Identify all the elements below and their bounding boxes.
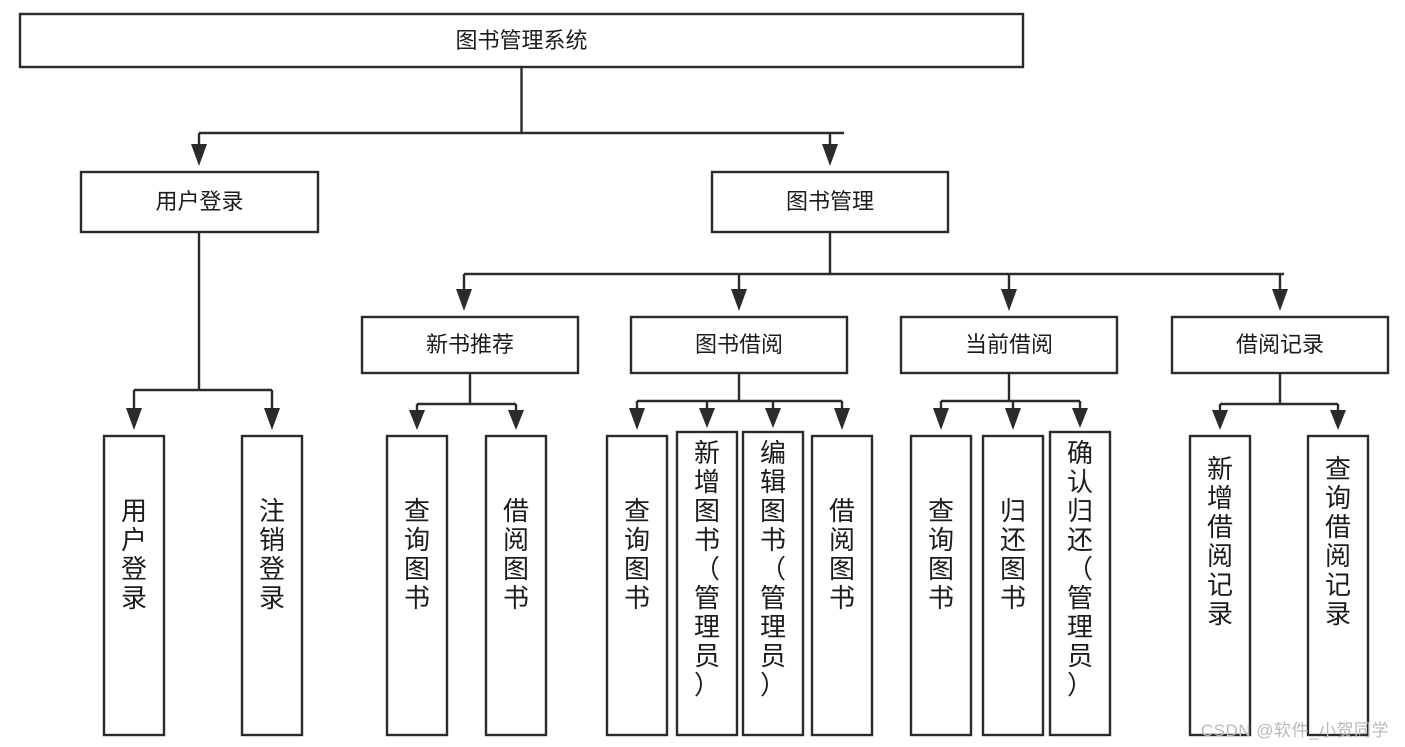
leaf-node-label: 确认归还（管理员） <box>1067 438 1093 700</box>
arrow-head-icon <box>699 408 715 428</box>
connector-group-current-borrow <box>933 373 1088 430</box>
node-borrow-record-box[interactable] <box>1170 315 1390 375</box>
leaf-node-label: 借阅图书 <box>503 496 529 613</box>
node-book-borrow-box[interactable] <box>629 315 849 375</box>
node-user-login[interactable]: 用户登录 <box>79 170 320 234</box>
node-new-book-recommend-label: 新书推荐 <box>426 332 514 357</box>
node-current-borrow-label: 当前借阅 <box>965 332 1053 357</box>
leaf-node[interactable]: 借阅图书 <box>484 434 548 737</box>
leaf-node-label: 编辑图书（管理员） <box>760 438 786 700</box>
arrow-head-icon <box>126 408 142 430</box>
leaf-node-label: 查询图书 <box>404 496 430 613</box>
node-new-book-recommend[interactable]: 新书推荐 <box>360 315 580 375</box>
leaf-node-label: 注销登录 <box>259 496 285 613</box>
arrow-head-icon <box>1001 289 1017 311</box>
leaf-node-label: 查询借阅记录 <box>1325 454 1351 629</box>
arrow-head-icon <box>822 144 838 166</box>
arrow-head-icon <box>1272 289 1288 311</box>
connector-group-new-book <box>409 373 524 430</box>
leaf-node[interactable]: 用户登录 <box>102 434 166 737</box>
node-root-box[interactable] <box>18 12 1025 69</box>
leaf-node-box[interactable] <box>1188 434 1252 737</box>
leaf-node-box[interactable] <box>909 434 973 737</box>
node-book-management[interactable]: 图书管理 <box>710 170 950 234</box>
leaf-node[interactable]: 归还图书 <box>981 434 1045 737</box>
leaf-node-box[interactable] <box>810 434 874 737</box>
node-new-book-recommend-box[interactable] <box>360 315 580 375</box>
arrow-head-icon <box>456 289 472 311</box>
node-book-management-label: 图书管理 <box>786 189 874 214</box>
leaf-node-label: 新增借阅记录 <box>1207 454 1233 629</box>
arrow-head-icon <box>765 408 781 428</box>
leaf-node[interactable]: 注销登录 <box>240 434 304 737</box>
arrow-head-icon <box>264 408 280 430</box>
node-borrow-record[interactable]: 借阅记录 <box>1170 315 1390 375</box>
node-root-label: 图书管理系统 <box>455 28 587 53</box>
leaf-node[interactable]: 编辑图书（管理员） <box>741 430 805 737</box>
connector-group-book-borrow <box>629 373 850 430</box>
node-book-borrow-label: 图书借阅 <box>695 332 783 357</box>
node-user-login-box[interactable] <box>79 170 320 234</box>
arrow-head-icon <box>834 408 850 430</box>
leaf-node[interactable]: 查询图书 <box>909 434 973 737</box>
arrow-head-icon <box>629 408 645 430</box>
connector-group-book-management <box>456 232 1288 311</box>
arrow-head-icon <box>508 410 524 430</box>
leaf-node[interactable]: 新增图书（管理员） <box>675 430 739 737</box>
leaf-node-label: 查询图书 <box>928 496 954 613</box>
node-root[interactable]: 图书管理系统 <box>18 12 1025 69</box>
arrow-head-icon <box>1072 408 1088 428</box>
node-current-borrow-box[interactable] <box>899 315 1119 375</box>
arrow-head-icon <box>409 410 425 430</box>
arrow-head-icon <box>1005 408 1021 430</box>
leaf-node-box[interactable] <box>1306 434 1370 737</box>
leaf-node-box[interactable] <box>385 434 449 737</box>
arrow-head-icon <box>933 408 949 430</box>
leaf-node[interactable]: 新增借阅记录 <box>1188 434 1252 737</box>
leaf-node[interactable]: 借阅图书 <box>810 434 874 737</box>
leaf-node-label: 借阅图书 <box>829 496 855 613</box>
leaf-node[interactable]: 查询图书 <box>385 434 449 737</box>
arrow-head-icon <box>731 289 747 311</box>
leaf-node-box[interactable] <box>484 434 548 737</box>
connector-group-borrow-record <box>1212 373 1346 430</box>
node-user-login-label: 用户登录 <box>155 189 243 214</box>
connector-group-user-login <box>126 232 280 430</box>
csdn-watermark: CSDN @软件_小贺同学 <box>1200 721 1389 740</box>
leaf-node[interactable]: 查询图书 <box>605 434 669 737</box>
arrow-head-icon <box>191 144 207 166</box>
node-book-borrow[interactable]: 图书借阅 <box>629 315 849 375</box>
leaf-node-label: 新增图书（管理员） <box>694 438 720 700</box>
leaf-node-box[interactable] <box>102 434 166 737</box>
leaf-node-label: 归还图书 <box>1000 496 1026 613</box>
leaf-node-box[interactable] <box>981 434 1045 737</box>
leaf-node-box[interactable] <box>1048 430 1112 737</box>
leaf-node-box[interactable] <box>240 434 304 737</box>
arrow-head-icon <box>1212 410 1228 430</box>
leaf-node[interactable]: 查询借阅记录 <box>1306 434 1370 737</box>
leaf-node[interactable]: 确认归还（管理员） <box>1048 430 1112 737</box>
arrow-head-icon <box>1330 410 1346 430</box>
node-current-borrow[interactable]: 当前借阅 <box>899 315 1119 375</box>
leaf-node-label: 查询图书 <box>624 496 650 613</box>
connector-group-root <box>191 67 844 166</box>
leaf-node-box[interactable] <box>741 430 805 737</box>
node-book-management-box[interactable] <box>710 170 950 234</box>
leaf-node-label: 用户登录 <box>121 496 147 613</box>
leaf-node-box[interactable] <box>675 430 739 737</box>
leaf-node-box[interactable] <box>605 434 669 737</box>
node-borrow-record-label: 借阅记录 <box>1236 332 1324 357</box>
